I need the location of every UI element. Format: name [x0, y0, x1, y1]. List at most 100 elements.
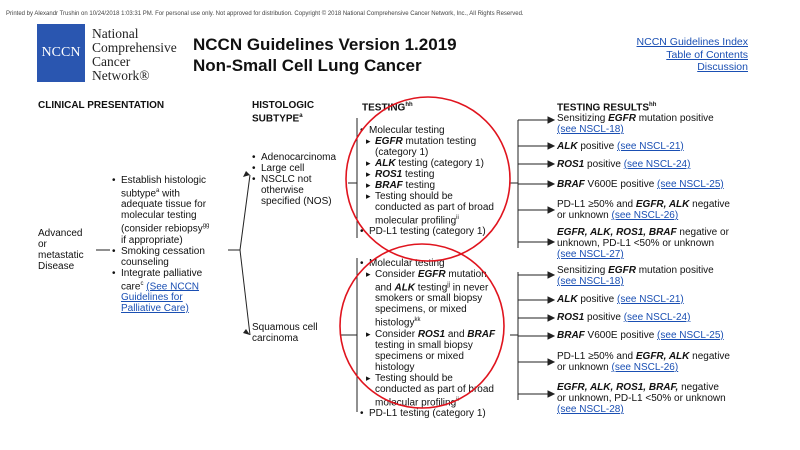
presentation-line: metastatic	[38, 250, 84, 261]
guidelines-index-link[interactable]: NCCN Guidelines Index	[636, 36, 748, 48]
workup-box: Establish histologic subtypea with adequ…	[112, 175, 234, 314]
annotation-circle-lower	[339, 243, 505, 409]
annotation-circle-upper	[345, 96, 511, 262]
test-text: molecular profiling	[375, 396, 457, 408]
test-text: mutation	[445, 269, 487, 280]
table-of-contents-link[interactable]: Table of Contents	[666, 48, 748, 61]
nscl-link[interactable]: (see NSCL-28)	[557, 404, 624, 415]
result-alk-upper: ALK positive (see NSCL-21)	[557, 141, 684, 152]
gene: BRAF	[557, 330, 585, 341]
result-text: mutation positive	[635, 265, 714, 276]
workup-item-palliative: Integrate palliative carec (See NCCN Gui…	[112, 268, 234, 314]
result-text: V600E positive	[584, 330, 658, 341]
gene: EGFR, ALK	[635, 351, 690, 362]
test-text: histology	[375, 361, 415, 373]
footnote-ref: a	[299, 113, 303, 119]
workup-line: Smoking cessation	[121, 245, 205, 257]
molecular-testing: Molecular testing	[360, 258, 510, 269]
workup-item-smoking: Smoking cessation counseling	[112, 246, 234, 268]
nscl-link[interactable]: (see NSCL-27)	[557, 249, 624, 260]
test-text: testing	[402, 180, 436, 191]
footnote-ref: hh	[405, 102, 413, 108]
nscl-link[interactable]: (see NSCL-25)	[657, 179, 724, 190]
gene: ALK	[375, 158, 396, 169]
result-ros1-upper: ROS1 positive (see NSCL-24)	[557, 159, 690, 170]
result-pdl1-lower: PD-L1 ≥50% and EGFR, ALK negative or unk…	[557, 351, 730, 373]
footnote-ref: gg	[202, 223, 210, 230]
test-text: conducted as part of broad	[375, 383, 494, 395]
palliative-care-link[interactable]: Guidelines for	[121, 291, 183, 303]
presentation-line: Advanced	[38, 228, 83, 239]
test-text: molecular profiling	[375, 215, 457, 227]
testing-squamous: Molecular testing Consider EGFR mutation…	[360, 258, 510, 419]
header-results-label: TESTING RESULTS	[557, 102, 650, 114]
result-text: positive	[577, 141, 618, 152]
page-title: NCCN Guidelines Version 1.2019 Non-Small…	[193, 34, 457, 76]
pdl1-testing: PD-L1 testing (category 1)	[360, 226, 510, 237]
workup-item-histologic: Establish histologic subtypea with adequ…	[112, 175, 234, 246]
test-text: specimens or mixed	[375, 350, 464, 362]
palliative-care-link[interactable]: (See NCCN	[146, 280, 200, 292]
result-egfr-upper: Sensitizing EGFR mutation positive	[557, 113, 714, 124]
gene: EGFR, ALK, ROS1, BRAF	[557, 227, 677, 238]
result-text: negative	[689, 199, 730, 210]
nscl-link[interactable]: (see NSCL-21)	[617, 294, 684, 305]
test-text: conducted as part of broad	[375, 202, 494, 213]
nscl-link[interactable]: (see NSCL-24)	[623, 312, 691, 323]
test-braf: BRAF testing	[366, 180, 510, 191]
gene: ROS1	[557, 312, 585, 323]
result-text: or unknown, PD-L1 <50% or unknown	[557, 393, 726, 404]
test-text: and	[445, 328, 468, 340]
footnote-ref: kk	[414, 317, 421, 324]
nscl-link[interactable]: (see NSCL-21)	[617, 141, 684, 152]
nscl-link[interactable]: (see NSCL-25)	[657, 330, 724, 341]
result-text: negative or	[676, 227, 729, 238]
test-text: testing in small biopsy	[375, 339, 473, 351]
result-text: positive	[577, 294, 618, 305]
result-text: mutation positive	[635, 113, 714, 124]
workup-line: Establish histologic	[121, 175, 207, 186]
test-egfr: EGFR mutation testing	[366, 136, 510, 147]
result-negative-upper: EGFR, ALK, ROS1, BRAF negative or unknow…	[557, 227, 729, 260]
discussion-link[interactable]: Discussion	[697, 61, 748, 73]
title-line-1: NCCN Guidelines Version 1.2019	[193, 35, 457, 54]
test-text: Consider	[375, 269, 418, 280]
workup-line: care	[121, 280, 141, 292]
header-subtype: SUBTYPE	[252, 113, 300, 125]
header-histologic: HISTOLOGIC	[252, 100, 315, 111]
test-text: in never	[449, 282, 489, 294]
result-text: PD-L1 ≥50% and	[557, 199, 636, 210]
nscl-link[interactable]: (see NSCL-26)	[611, 210, 679, 221]
gene: BRAF	[375, 180, 403, 191]
result-braf-lower: BRAF V600E positive (see NSCL-25)	[557, 330, 724, 341]
test-text: histology	[375, 317, 415, 329]
nscl-link[interactable]: (see NSCL-18)	[557, 276, 624, 287]
logo-line: Network®	[92, 68, 150, 83]
subtype-large-cell: Large cell	[252, 163, 336, 174]
nscl-link[interactable]: (see NSCL-18)	[557, 124, 624, 135]
workup-line: molecular testing	[121, 210, 197, 222]
print-notice: Printed by Alexandr Trushin on 10/24/201…	[6, 11, 524, 17]
subtype-line: otherwise	[261, 185, 304, 196]
test-ros1: ROS1 testing	[366, 169, 510, 180]
gene: EGFR	[608, 265, 636, 276]
test-text: mutation testing	[402, 136, 477, 147]
result-text: or unknown	[557, 362, 612, 373]
clinical-presentation: Advanced or metastatic Disease	[38, 228, 84, 272]
result-text: positive	[584, 312, 624, 323]
result-pdl1-upper: PD-L1 ≥50% and EGFR, ALK negative or unk…	[557, 199, 730, 221]
logo-wordmark: National Comprehensive Cancer Network®	[92, 27, 177, 83]
test-consider-ros1-braf: Consider ROS1 and BRAF testing in small …	[366, 329, 510, 373]
nscl-link[interactable]: (see NSCL-26)	[611, 362, 679, 373]
test-text: testing (category 1)	[395, 158, 484, 169]
test-text: (category 1)	[375, 147, 429, 158]
nscl-link[interactable]: (see NSCL-24)	[623, 159, 691, 170]
test-text: Testing should be	[375, 191, 453, 202]
gene: ALK	[557, 141, 578, 152]
header-clinical-presentation: CLINICAL PRESENTATION	[38, 100, 165, 111]
palliative-care-link[interactable]: Palliative Care)	[121, 302, 189, 314]
gene: ROS1	[417, 328, 446, 340]
result-text: Sensitizing	[557, 265, 609, 276]
test-text: Consider	[375, 328, 418, 340]
pdl1-testing: PD-L1 testing (category 1)	[360, 408, 510, 419]
